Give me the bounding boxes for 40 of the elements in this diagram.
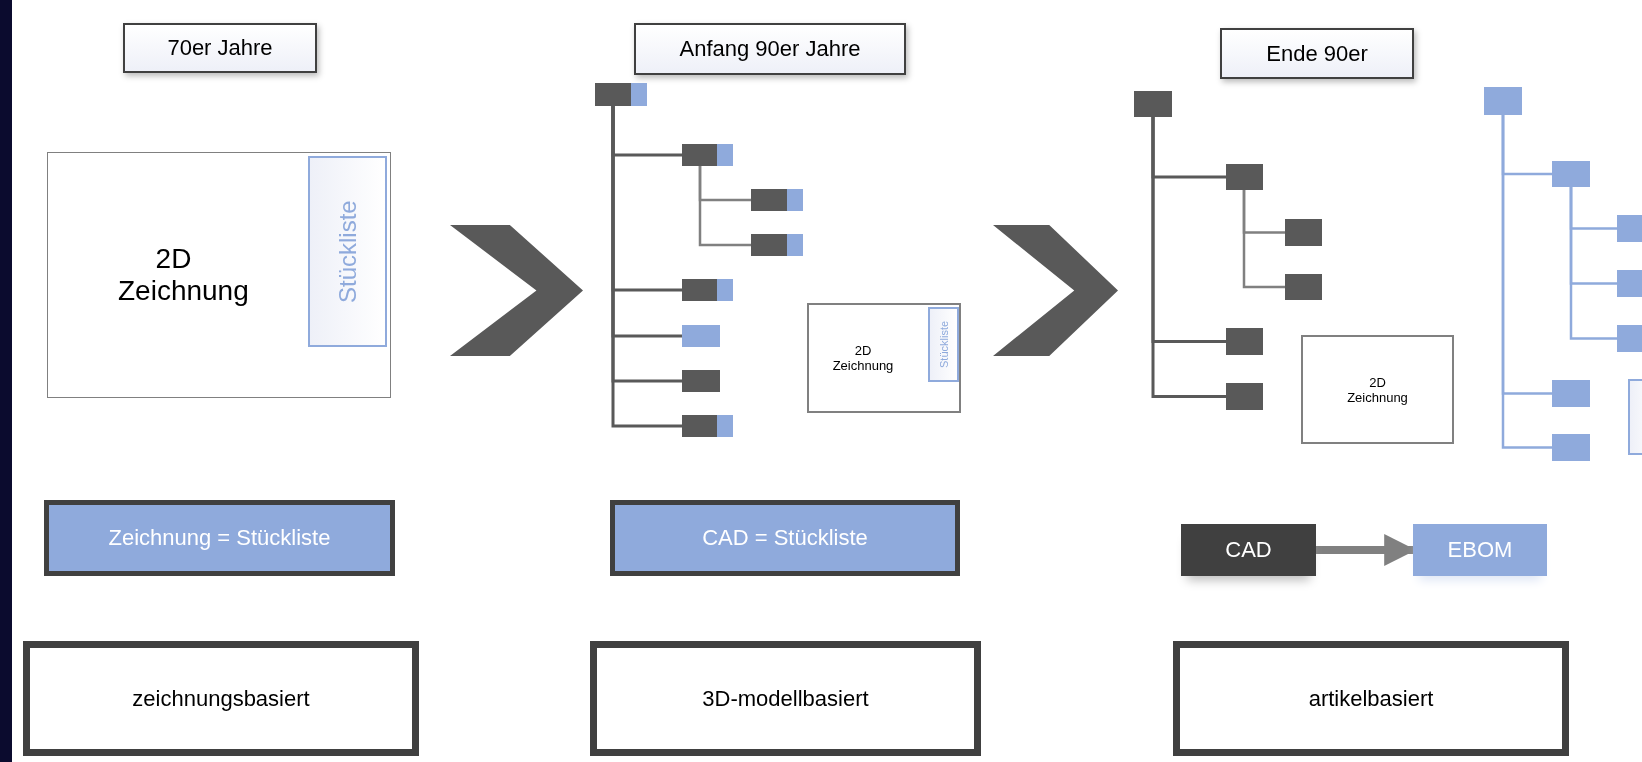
- period-label-box: Ende 90er: [1220, 28, 1414, 79]
- tree-item: [1285, 219, 1322, 246]
- tree-connector: [698, 166, 751, 247]
- equation-band: Zeichnung = Stückliste: [44, 500, 395, 576]
- tree-item: [595, 83, 647, 106]
- tree-connector: [1501, 115, 1552, 449]
- tree-item: [1226, 164, 1263, 190]
- tree-item: [1484, 87, 1522, 115]
- ebom-box: EBOM: [1413, 524, 1547, 576]
- tree-item: [1134, 91, 1172, 117]
- parts-list-panel: Stückliste: [928, 307, 959, 382]
- approach-box: artikelbasiert: [1173, 641, 1569, 756]
- period-label-box: Anfang 90er Jahre: [634, 23, 906, 75]
- drawing-sheet: [807, 303, 961, 413]
- tree-item: [1552, 434, 1590, 461]
- tree-item: [1226, 383, 1263, 410]
- cad-box: CAD: [1181, 524, 1316, 576]
- tree-item: [682, 279, 733, 301]
- tree-connector: [1151, 117, 1226, 398]
- period-label-box: 70er Jahre: [123, 23, 317, 73]
- drawing-label: 2D Zeichnung: [831, 343, 895, 373]
- approach-box: 3D-modellbasiert: [590, 641, 981, 756]
- tree-item: [682, 144, 733, 166]
- drawing-sheet: 2D Zeichnung: [1301, 335, 1454, 444]
- tree-item: [1226, 328, 1263, 355]
- equation-band: CAD = Stückliste: [610, 500, 960, 576]
- tree-connector: [1569, 187, 1617, 340]
- tree-item: [682, 415, 733, 437]
- tree-item: [682, 325, 720, 347]
- drawing-sheet: [47, 152, 391, 398]
- tree-item: [1552, 380, 1590, 407]
- tree-connector: [1242, 190, 1285, 289]
- tree-item: [751, 189, 803, 211]
- tree-item: [1552, 161, 1590, 187]
- tree-item: [1285, 274, 1322, 300]
- tree-item: [682, 370, 720, 392]
- parts-list-panel: Stückliste: [308, 156, 387, 347]
- approach-box: zeichnungsbasiert: [23, 641, 419, 756]
- tree-item: [751, 234, 803, 256]
- drawing-label: 2D Zeichnung: [117, 243, 250, 307]
